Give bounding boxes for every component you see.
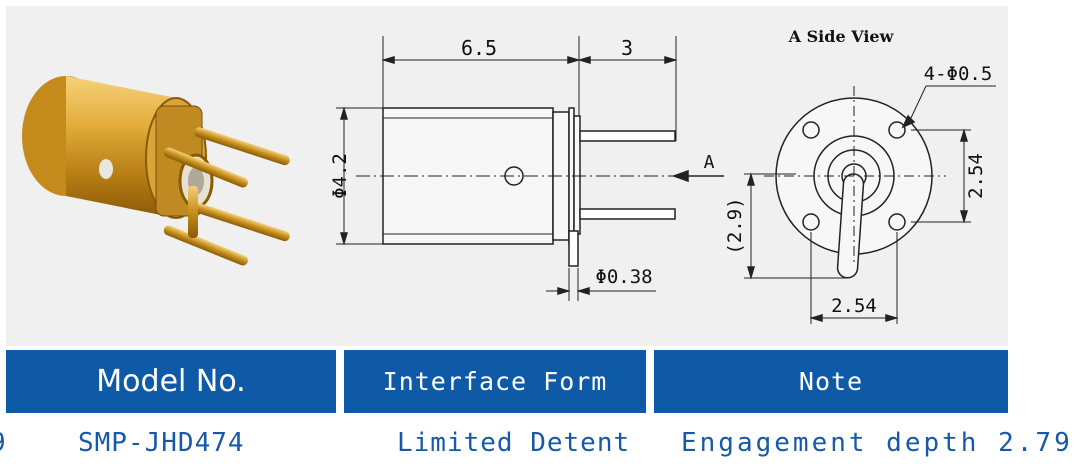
dim-horizontal-spacing-label: 2.54	[831, 295, 877, 317]
row-prefix-cell: 9	[0, 417, 10, 469]
side-view-title: A Side View	[788, 27, 895, 46]
header-model: Model No.	[6, 350, 336, 413]
header-note-label: Note	[798, 367, 864, 396]
front-view-drawing	[744, 85, 996, 324]
dim-pin-diameter-label: Φ0.38	[595, 266, 652, 288]
dim-holes-label: 4-Φ0.5	[924, 63, 993, 85]
header-interface-label: Interface Form	[382, 367, 608, 396]
row-note-cell: Engagement depth 2.79	[681, 428, 1073, 458]
header-note: Note	[654, 350, 1008, 413]
side-view-drawing	[336, 36, 724, 301]
row-model-cell: SMP-JHD474	[78, 428, 245, 458]
dim-vertical-spacing-label: 2.54	[965, 153, 987, 199]
header-model-label: Model No.	[96, 364, 246, 399]
dim-diameter-label: Φ4.2	[329, 153, 351, 199]
header-interface: Interface Form	[344, 350, 646, 413]
dim-pin-label: 3	[621, 36, 633, 60]
dim-height-ref-label: (2.9)	[724, 197, 746, 254]
view-arrow-label: A	[704, 152, 715, 173]
dim-length-label: 6.5	[461, 36, 497, 60]
technical-drawing-panel: 6.5 3 Φ4.2 Φ0.38 A A Side View 4-Φ0.5 2.…	[6, 6, 1008, 346]
connector-photo	[22, 76, 290, 266]
drawing-svg: 6.5 3 Φ4.2 Φ0.38 A A Side View 4-Φ0.5 2.…	[22, 27, 996, 324]
row-interface-cell: Limited Detent	[397, 428, 631, 458]
